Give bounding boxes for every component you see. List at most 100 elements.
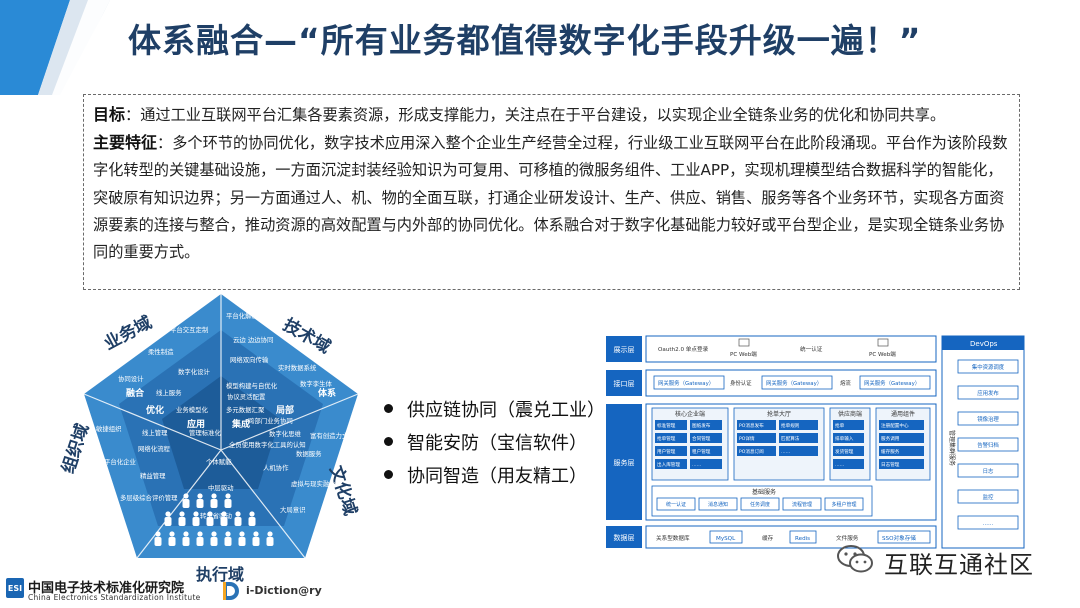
goal-paragraph: 目标：通过工业互联网平台汇集各要素资源，形成支撑能力，关注点在于平台建设，以实现… bbox=[93, 101, 1011, 129]
pentagon-item: 数据服务 bbox=[296, 449, 322, 458]
pentagon-item: 平台化解决方案 bbox=[226, 311, 271, 320]
service-item: 抢单规则 bbox=[781, 422, 800, 429]
arch-text: PC Web端 bbox=[730, 350, 757, 358]
pentagon-item: 柔性制造 bbox=[148, 347, 174, 356]
devops-item: 集中资源调度 bbox=[972, 363, 1005, 371]
goal-text: ：通过工业互联网平台汇集各要素资源，形成支撑能力，关注点在于平台建设，以实现企业… bbox=[125, 106, 946, 124]
pentagon-item: 虚拟与现实融合 bbox=[291, 479, 336, 488]
pentagon-item: 云边 边边协同 bbox=[233, 335, 273, 344]
pentagon-item: 线上服务 bbox=[156, 388, 182, 397]
pentagon-item: 数字化设计 bbox=[178, 367, 211, 376]
cesi-logo: ESI bbox=[6, 578, 24, 598]
pentagon-item: 线上管理 bbox=[142, 428, 168, 437]
devops-item: 告警归档 bbox=[977, 441, 999, 449]
pentagon-item: 个体赋能 bbox=[206, 457, 232, 466]
pentagon-item: 协同设计 bbox=[118, 374, 144, 383]
corner-decoration bbox=[0, 0, 110, 95]
arch-text: 文件服务 bbox=[836, 534, 859, 542]
arch-text: PC Web端 bbox=[869, 350, 896, 358]
pentagon-item: 全员使用数字化工具的认知 bbox=[229, 440, 306, 449]
idiction-logo-icon bbox=[223, 582, 239, 600]
base-service-item: 消息通知 bbox=[708, 501, 728, 508]
arch-text: 统一认证 bbox=[800, 345, 823, 353]
service-item: PO详情 bbox=[739, 435, 755, 442]
layer-column: 展示层 接口层 服务层 数据层 bbox=[606, 336, 642, 548]
idiction-logo-text: i-Diction@ry bbox=[246, 584, 322, 597]
arch-text: 网关服务（Gateway） bbox=[864, 379, 920, 387]
pentagon-item: 多元数据汇聚 bbox=[226, 405, 265, 414]
service-group-title: 抢单大厅 bbox=[767, 410, 791, 418]
layer-label: 数据层 bbox=[614, 533, 635, 542]
pentagon-item: 平台交互定制 bbox=[170, 325, 208, 334]
features-paragraph: 主要特征：多个环节的协同优化，数字技术应用深入整个企业生产经营全过程，行业级工业… bbox=[93, 129, 1011, 266]
wechat-icon bbox=[837, 545, 873, 573]
service-item: 抢单管理 bbox=[657, 435, 676, 442]
arch-text: 缓存 bbox=[762, 534, 774, 542]
service-item: 排单输入 bbox=[835, 435, 854, 442]
service-item: 抢单 bbox=[835, 422, 845, 429]
pentagon-item: 中层驱动 bbox=[208, 483, 234, 492]
layer-label: 接口层 bbox=[614, 379, 635, 388]
cesi-english-name: China Electronics Standardization Instit… bbox=[28, 593, 201, 602]
pentagon-item: 网络化流程 bbox=[138, 444, 171, 453]
list-item: 协同智造（用友精工） bbox=[384, 458, 605, 491]
service-item: …… bbox=[692, 463, 702, 468]
domain-label: 执行域 bbox=[196, 565, 244, 584]
arch-text: SSO对象存储 bbox=[882, 534, 916, 542]
pentagon-item: 转型省驱动 bbox=[200, 511, 233, 520]
pentagon-item: 精益管理 bbox=[140, 471, 166, 480]
service-group-title: 通用组件 bbox=[891, 410, 915, 418]
goal-label: 目标 bbox=[93, 105, 126, 124]
cesi-name: 中国电子技术标准化研究院 bbox=[28, 581, 185, 596]
devops-items: 集中资源调度应用发布镜像治理告警归档日志监控…… bbox=[957, 359, 1019, 530]
pentagon-item: 数字孪生体 bbox=[300, 379, 333, 388]
base-services: 统一认证消息通知任务调度流程管理多租户管理 bbox=[656, 497, 864, 511]
pentagon-item: 敏捷组织 bbox=[96, 424, 122, 433]
layer-label: 服务层 bbox=[614, 458, 635, 467]
devops-item: 应用发布 bbox=[977, 389, 999, 397]
devops-title: DevOps bbox=[970, 340, 998, 348]
arch-text: 身份认证 bbox=[730, 379, 752, 387]
base-service-item: 流程管理 bbox=[792, 501, 812, 508]
service-item: …… bbox=[781, 450, 791, 455]
service-item: 用户管理 bbox=[657, 448, 676, 455]
arch-text: Redis bbox=[795, 536, 810, 542]
pentagon-item: 富有创造力文化 bbox=[310, 431, 355, 440]
service-item: 注册配置中心 bbox=[881, 422, 909, 429]
arch-text: Oauth2.0 单点登录 bbox=[658, 345, 709, 353]
devops-item: 镜像治理 bbox=[977, 415, 999, 423]
side-label: 集成 bbox=[231, 418, 250, 430]
bullet-icon bbox=[384, 470, 393, 479]
layer-label: 展示层 bbox=[614, 346, 635, 354]
maturity-pentagon-diagram: 业务域 技术域 文化域 执行域 组织域 融合 优化 应用 集成 局部 体系 平台… bbox=[58, 294, 361, 584]
service-item: 租户管理 bbox=[692, 448, 711, 455]
service-item: 缓存服务 bbox=[881, 448, 900, 455]
pentagon-item: 协议灵活配置 bbox=[227, 392, 266, 401]
pentagon-item: 数字化思维 bbox=[269, 429, 302, 438]
arch-text: 基础服务 bbox=[752, 488, 776, 496]
service-item: …… bbox=[835, 463, 845, 468]
pentagon-item: 多层级综合评价管理 bbox=[120, 493, 178, 502]
base-service-item: 统一认证 bbox=[666, 501, 686, 508]
bullet-icon bbox=[384, 404, 393, 413]
pentagon-item: 实时数据系统 bbox=[278, 363, 317, 372]
pentagon-item: 人机协作 bbox=[263, 463, 289, 472]
service-item: 出入库管理 bbox=[657, 461, 680, 468]
case-list: 供应链协同（震兑工业） 智能安防（宝信软件） 协同智造（用友精工） bbox=[384, 392, 605, 491]
pentagon-item: 管理标准化 bbox=[189, 428, 222, 437]
service-group-title: 供应商端 bbox=[838, 410, 862, 418]
service-item: 服务调用 bbox=[881, 435, 900, 442]
side-label: 融合 bbox=[126, 387, 145, 399]
community-watermark: 互联互通社区 bbox=[884, 551, 1034, 579]
list-item: 智能安防（宝信软件） bbox=[384, 425, 605, 458]
base-service-item: 任务调度 bbox=[750, 501, 770, 508]
arch-text: 网关服务（Gateway） bbox=[658, 379, 714, 387]
service-item: 发货管理 bbox=[835, 448, 854, 455]
pentagon-item: 大局意识 bbox=[280, 505, 306, 514]
pentagon-item: 跨部门业务协同 bbox=[248, 416, 293, 425]
arch-text: 熔流 bbox=[840, 379, 851, 387]
service-item: 合同管理 bbox=[692, 435, 711, 442]
arch-text: 关系型数据库 bbox=[656, 534, 690, 542]
devops-side: 管理集群服务 bbox=[948, 430, 956, 466]
description-box: 目标：通过工业互联网平台汇集各要素资源，形成支撑能力，关注点在于平台建设，以实现… bbox=[83, 94, 1020, 290]
